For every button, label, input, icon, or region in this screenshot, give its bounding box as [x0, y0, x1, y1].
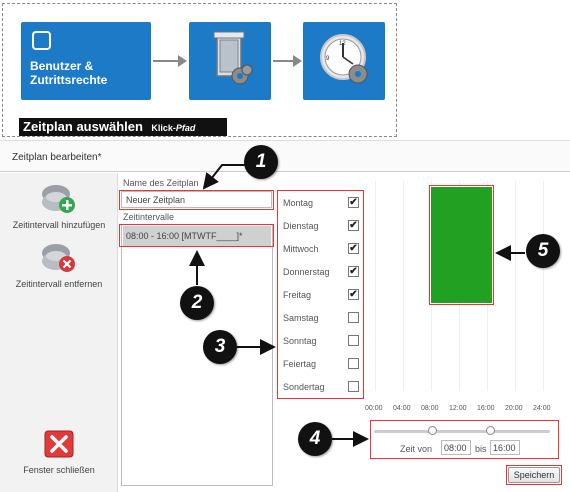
time-slider-track[interactable] — [374, 430, 550, 433]
day-row-dienstag[interactable]: Dienstag ✔ — [281, 218, 361, 238]
time-to-input[interactable]: 16:00 — [490, 440, 520, 455]
highlight-save-button — [506, 465, 562, 485]
svg-text:12: 12 — [339, 41, 346, 47]
timeline-tick-label: 00:00 — [365, 405, 383, 412]
day-row-samstag[interactable]: Samstag — [281, 310, 361, 330]
time-slider-end-thumb[interactable] — [486, 426, 495, 435]
close-window-icon — [44, 430, 74, 458]
callout-marker: 2 — [180, 286, 214, 320]
day-row-montag[interactable]: Montag ✔ — [281, 195, 361, 215]
step-arrow-2 — [273, 55, 302, 67]
highlight-weekdays — [277, 190, 364, 399]
dialog-titlebar: Zeitplan bearbeiten* — [0, 140, 570, 172]
svg-text:9: 9 — [326, 56, 330, 62]
day-checkbox[interactable] — [348, 381, 359, 392]
breadcrumb-banner: Zeitplan auswählen Klick-Pfad — [19, 118, 227, 136]
callout-marker: 4 — [298, 422, 332, 456]
step-door — [189, 22, 271, 100]
day-label: Sondertag — [283, 382, 325, 392]
schedule-name-input[interactable]: Neuer Zeitplan — [121, 191, 272, 208]
add-interval-button[interactable]: Zeitintervall hinzufügen — [0, 181, 118, 230]
day-checkbox[interactable]: ✔ — [348, 197, 359, 208]
timeline-tick-label: 12:00 — [449, 405, 467, 412]
time-from-input[interactable]: 08:00 — [441, 440, 471, 455]
schedule-name-label: Name des Zeitplan — [123, 178, 199, 188]
day-checkbox[interactable] — [348, 358, 359, 369]
time-slider-start-thumb[interactable] — [428, 426, 437, 435]
day-checkbox[interactable] — [348, 335, 359, 346]
remove-interval-icon — [42, 244, 75, 272]
user-square-icon — [32, 31, 51, 50]
interval-list[interactable]: 08:00 - 16:00 [MTWTF____]* — [121, 224, 273, 486]
clock-gear-icon: 12 9 — [320, 34, 368, 84]
day-checkbox[interactable] — [348, 312, 359, 323]
highlight-interval-item — [119, 224, 274, 247]
timeline-tick-label: 16:00 — [477, 405, 495, 412]
callout-marker: 3 — [203, 330, 237, 364]
day-row-donnerstag[interactable]: Donnerstag ✔ — [281, 264, 361, 284]
time-from-label: Zeit von — [400, 444, 433, 454]
timeline-tick-label: 20:00 — [505, 405, 523, 412]
timeline-tick-label: 24:00 — [533, 405, 551, 412]
time-to-label: bis — [475, 444, 487, 454]
callout-marker: 1 — [244, 145, 278, 179]
close-window-label: Fenster schließen — [23, 465, 95, 475]
day-label: Montag — [283, 198, 314, 208]
interval-list-item[interactable]: 08:00 - 16:00 [MTWTF____]* — [123, 226, 271, 246]
intervals-label: Zeitintervalle — [123, 212, 175, 222]
remove-interval-button[interactable]: Zeitintervall entfernen — [0, 240, 118, 289]
dialog-title: Zeitplan bearbeiten* — [12, 152, 102, 163]
day-label: Samstag — [283, 313, 319, 323]
highlight-time-range — [370, 420, 559, 459]
timeline-tick-label: 08:00 — [421, 405, 439, 412]
banner-path: Klick-Pfad — [151, 123, 195, 133]
timeline-gridline — [515, 181, 516, 391]
banner-path-prefix: Klick- — [151, 123, 176, 133]
day-row-mittwoch[interactable]: Mittwoch ✔ — [281, 241, 361, 261]
timeline-gridline — [543, 181, 544, 391]
banner-title: Zeitplan auswählen — [23, 119, 143, 134]
step-schedule: 12 9 — [303, 22, 385, 100]
step-users-label: Benutzer & Zutrittsrechte — [30, 59, 108, 87]
step-arrow-1 — [153, 55, 187, 67]
workflow-breadcrumb-frame — [2, 3, 397, 137]
interval-block[interactable] — [431, 187, 492, 303]
timeline-gridline — [403, 181, 404, 391]
day-label: Mittwoch — [283, 244, 319, 254]
day-row-freitag[interactable]: Freitag ✔ — [281, 287, 361, 307]
step-users-access-rights: Benutzer & Zutrittsrechte — [21, 22, 151, 100]
add-interval-label: Zeitintervall hinzufügen — [12, 220, 106, 230]
door-gear-icon — [213, 31, 253, 85]
highlight-interval-block — [429, 185, 494, 305]
day-row-sonntag[interactable]: Sonntag — [281, 333, 361, 353]
day-label: Donnerstag — [283, 267, 330, 277]
save-button[interactable]: Speichern — [508, 467, 560, 483]
day-checkbox[interactable]: ✔ — [348, 243, 359, 254]
banner-path-suffix: Pfad — [175, 123, 196, 133]
add-interval-icon — [42, 185, 75, 213]
day-label: Feiertag — [283, 359, 317, 369]
day-checkbox[interactable]: ✔ — [348, 289, 359, 300]
highlight-name-field — [119, 190, 274, 210]
time-range-control: Zeit von 08:00 bis 16:00 — [370, 420, 558, 459]
timeline-gridline — [375, 181, 376, 391]
close-window-button[interactable]: Fenster schließen — [0, 430, 118, 475]
day-row-feiertag[interactable]: Feiertag — [281, 356, 361, 376]
day-label: Sonntag — [283, 336, 317, 346]
toolbar-panel: Zeitintervall hinzufügen Zeitintervall e… — [0, 173, 118, 492]
timeline-tick-label: 04:00 — [393, 405, 411, 412]
day-label: Freitag — [283, 290, 312, 300]
day-label: Dienstag — [283, 221, 319, 231]
remove-interval-label: Zeitintervall entfernen — [15, 279, 103, 289]
day-checkbox[interactable]: ✔ — [348, 266, 359, 277]
day-checkbox[interactable]: ✔ — [348, 220, 359, 231]
weekday-selector: Montag ✔ Dienstag ✔ Mittwoch ✔ Donnersta… — [277, 191, 364, 399]
day-row-sondertag[interactable]: Sondertag — [281, 379, 361, 399]
callout-marker: 5 — [526, 234, 560, 268]
